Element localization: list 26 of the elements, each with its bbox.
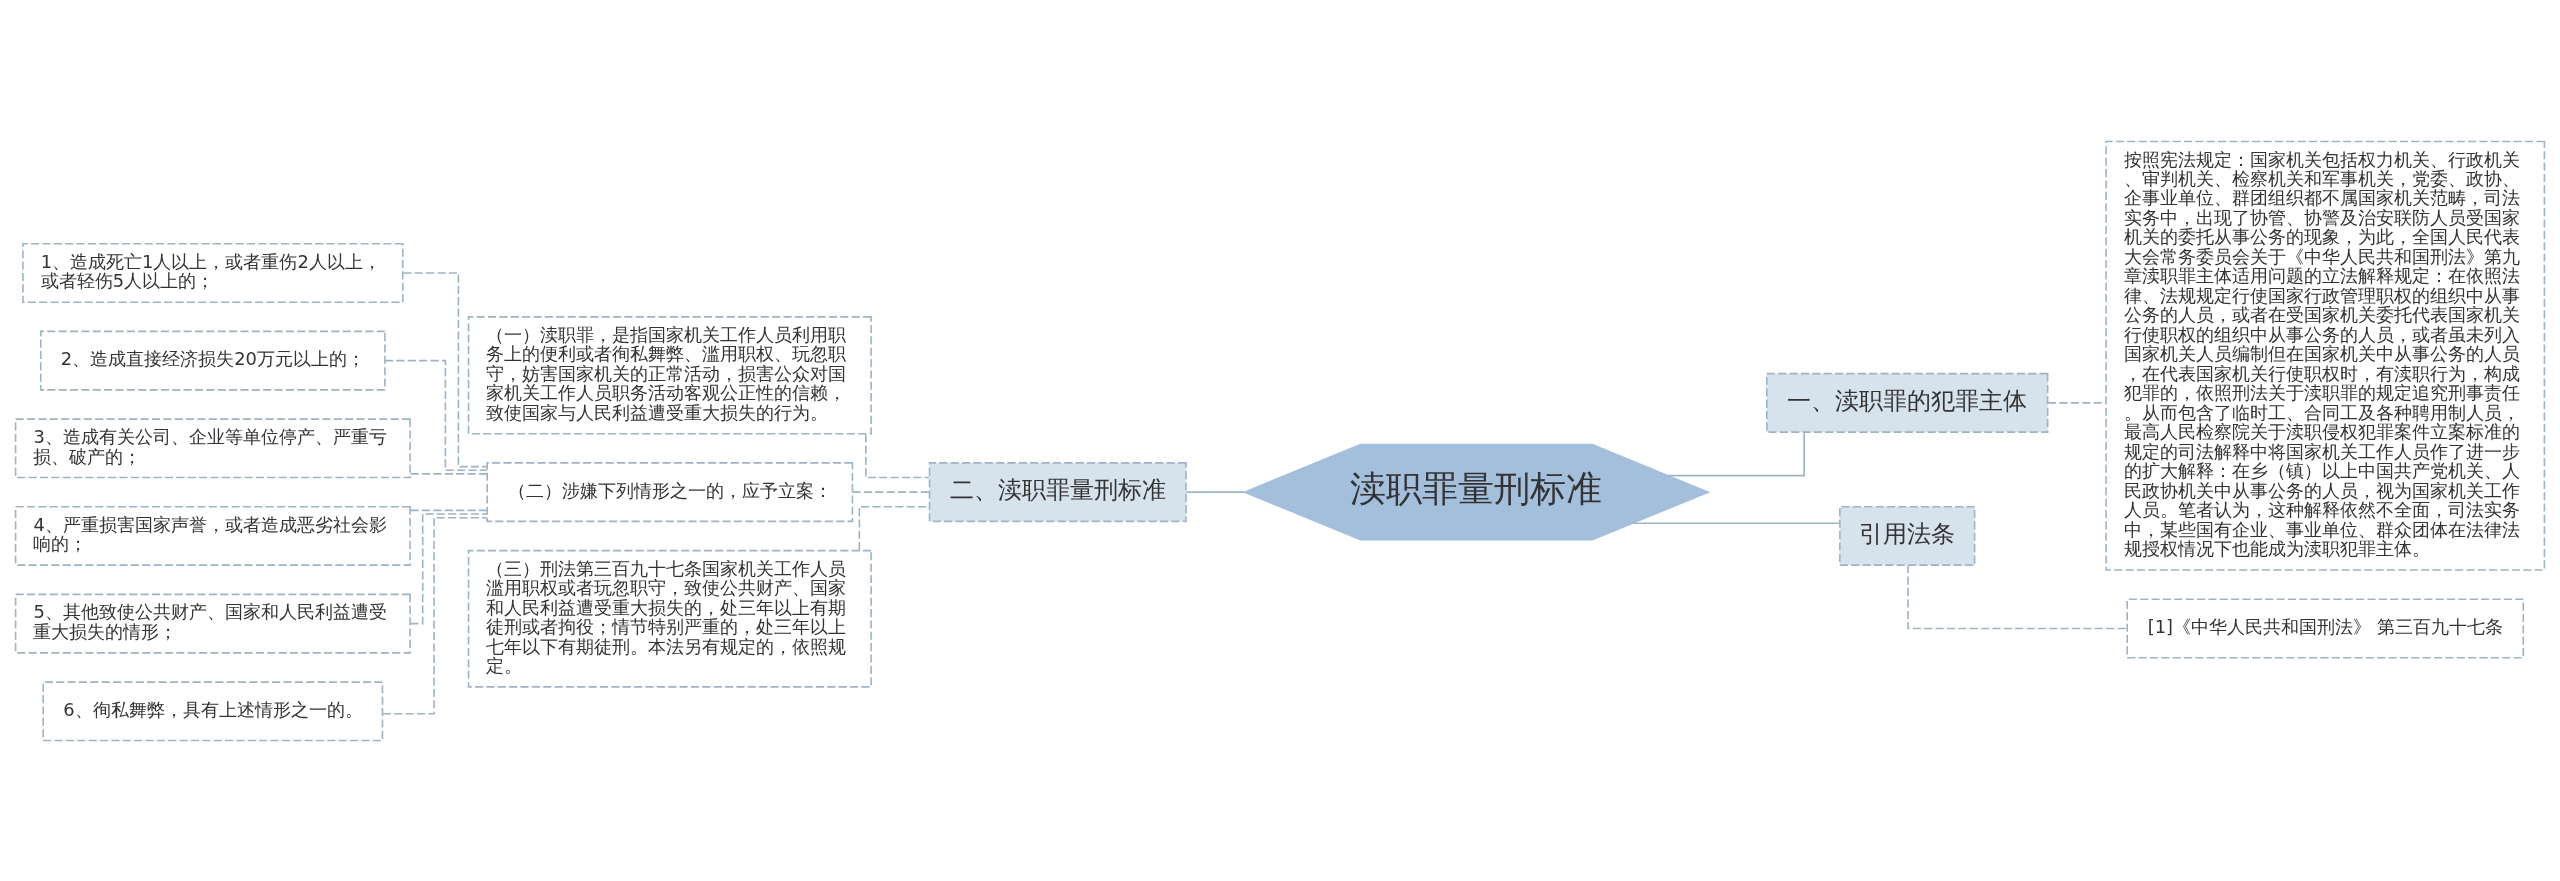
connector (409, 509, 488, 511)
node-box: 一、渎职罪的犯罪主体 (1766, 372, 2049, 433)
connector (402, 271, 488, 467)
connector (1631, 522, 1841, 524)
connector (384, 359, 488, 471)
connector (1907, 563, 2128, 629)
node-box: （一）渎职罪，是指国家机关工作人员利用职务上的便利或者徇私舞弊、滥用职权、玩忽职守，妨害国家机关的正常活动，损害公众对国家机关工作人员职务活动客观公正性的信赖，致使国家与人民利益遭受重大损失的行为。 (467, 315, 872, 434)
node-box: 1、造成死亡1人以上，或者重伤2人以上，或者轻伤5人以上的； (22, 242, 404, 303)
node-box: 二、渎职罪量刑标准 (928, 461, 1187, 522)
connector (851, 490, 931, 493)
connector (409, 472, 488, 475)
node-box: 6、徇私舞弊，具有上述情形之一的。 (42, 680, 384, 741)
node-box: 2、造成直接经济损失20万元以上的； (39, 330, 386, 391)
connector (1185, 490, 1245, 493)
connector (409, 512, 488, 624)
node-box: 按照宪法规定：国家机关包括权力机关、行政机关、审判机关、检察机关和军事机关，党委、政协、企事业单位、群团组织都不属国家机关范畴，司法实务中，出现了协管、协警及治安联防人员受国家机关的委托从事公务的现象，为此，全国人民代表大会常务委员会关于《中华人民共和国刑法》第九章渎职罪主体适用问题的立法解释规定：在依照法律、法规规定行使国家行政管理职权的组织中从事公务的人员，或者在受国家机关委托代表国家机关行使职权的组织中从事公务的人员，或者虽未列入国家机关人员编制但在国家机关中从事公务的人员，在代表国家机关行使职权时，有渎职行为，构成犯罪的，依照刑法关于渎职罪的规定追究刑事责任。从而包含了临时工、合同工及各种聘用制人员，最高人民检察院关于渎职侵权犯罪案件立案标准的规定的司法解释中将国家机关工作人员作了进一步的扩大解释：在乡（镇）以上中国共产党机关、人民政协机关中从事公务的人员，视为国家机关工作人员。笔者认为，这种解释依然不全面，司法实务中，某些国有企业、事业单位、群众团体在法律法规授权情况下也能成为渎职犯罪主体。 (2105, 140, 2546, 571)
connector (1667, 431, 1805, 476)
node-box: 引用法条 (1839, 505, 1976, 566)
node-box: [1]《中华人民共和国刑法》 第三百九十七条 (2126, 597, 2525, 659)
node-box: 4、严重损害国家声誉，或者造成恶劣社会影响的； (14, 505, 411, 566)
connector (865, 432, 931, 478)
node-box: （三）刑法第三百九十七条国家机关工作人员滥用职权或者玩忽职守，致使公共财产、国家和人民利益遭受重大损失的，处三年以上有期徒刑或者拘役；情节特别严重的，处三年以上七年以下有期徒刑。本法另有规定的，依照规定。 (467, 549, 872, 688)
node-box: （二）涉嫌下列情形之一的，应予立案： (486, 461, 854, 522)
node-box: 5、其他致使公共财产、国家和人民利益遭受重大损失的情形； (14, 593, 411, 654)
node-box: 3、造成有关公司、企业等单位停产、严重亏损、破产的； (14, 417, 411, 478)
connector (381, 516, 488, 715)
